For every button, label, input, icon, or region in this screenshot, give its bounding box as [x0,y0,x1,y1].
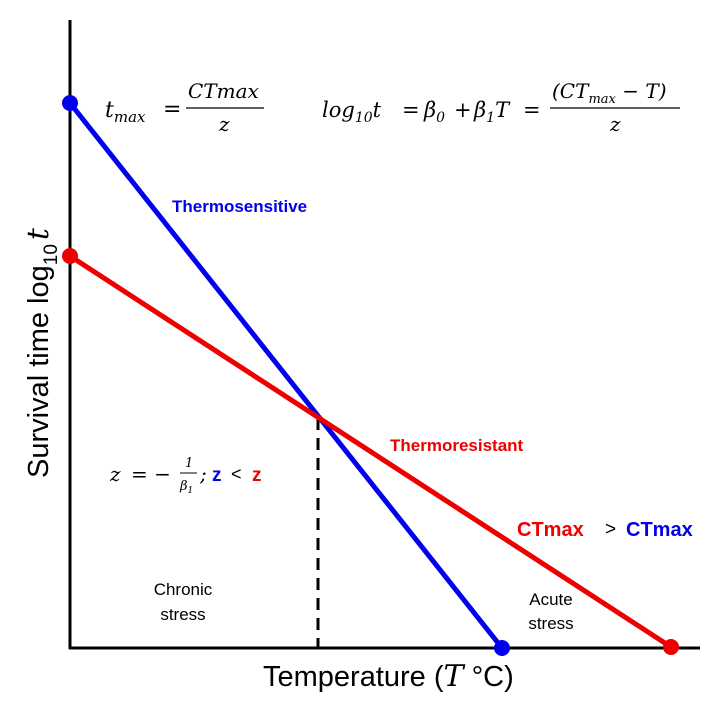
z-formula: z = − 1 β1 ; z < z [109,456,262,496]
svg-text:+: + [454,98,472,122]
svg-text:CTmax: CTmax [626,519,693,541]
x-axis-label: Temperature (T °C) [263,659,514,694]
svg-text:CTmax: CTmax [517,519,584,541]
thermosensitive-line [68,101,504,650]
chronic-stress-label: Chronic stress [154,580,213,624]
ctmax-comparison: CTmax > CTmax [517,519,693,541]
svg-text:= −: = − [131,462,171,486]
thermoresistant-start-point [62,248,78,264]
svg-text:1: 1 [185,456,193,471]
thermoresistant-ctmax-point [663,639,679,655]
svg-text:β1T: β1T [473,98,511,126]
svg-text:β1: β1 [179,479,193,496]
thermosensitive-label: Thermosensitive [172,197,307,216]
acute-stress-label: Acute stress [528,590,573,633]
svg-text:<: < [231,464,242,484]
svg-text:Acute: Acute [529,590,572,609]
svg-text:=: = [523,98,541,122]
svg-text:Chronic: Chronic [154,580,213,599]
svg-text:(CTmax − T): (CTmax − T) [552,79,667,107]
svg-text:stress: stress [160,605,205,624]
svg-text:>: > [605,519,616,540]
y-axis-label: Survival time log10t [21,227,62,478]
thermoresistant-line [68,253,673,650]
svg-text:z: z [218,112,230,136]
thermoresistant-label: Thermoresistant [390,436,524,455]
svg-text:z: z [212,465,222,486]
svg-text:tmax: tmax [105,98,146,126]
svg-text:log10t: log10t [322,98,382,126]
svg-text:=: = [402,98,420,122]
thermosensitive-ctmax-point [494,640,510,656]
svg-text:β0: β0 [423,98,445,126]
tmax-formula: tmax = CTmax z [105,79,264,136]
log-survival-formula: log10t = β0 + β1T = (CTmax − T) z [322,79,680,136]
thermosensitive-start-point [62,95,78,111]
svg-text:z: z [252,465,262,486]
svg-text:z: z [609,112,621,136]
svg-text:z: z [109,462,121,486]
svg-text:;: ; [199,462,207,486]
svg-text:CTmax: CTmax [188,79,259,103]
svg-text:stress: stress [528,614,573,633]
svg-text:=: = [163,97,181,122]
